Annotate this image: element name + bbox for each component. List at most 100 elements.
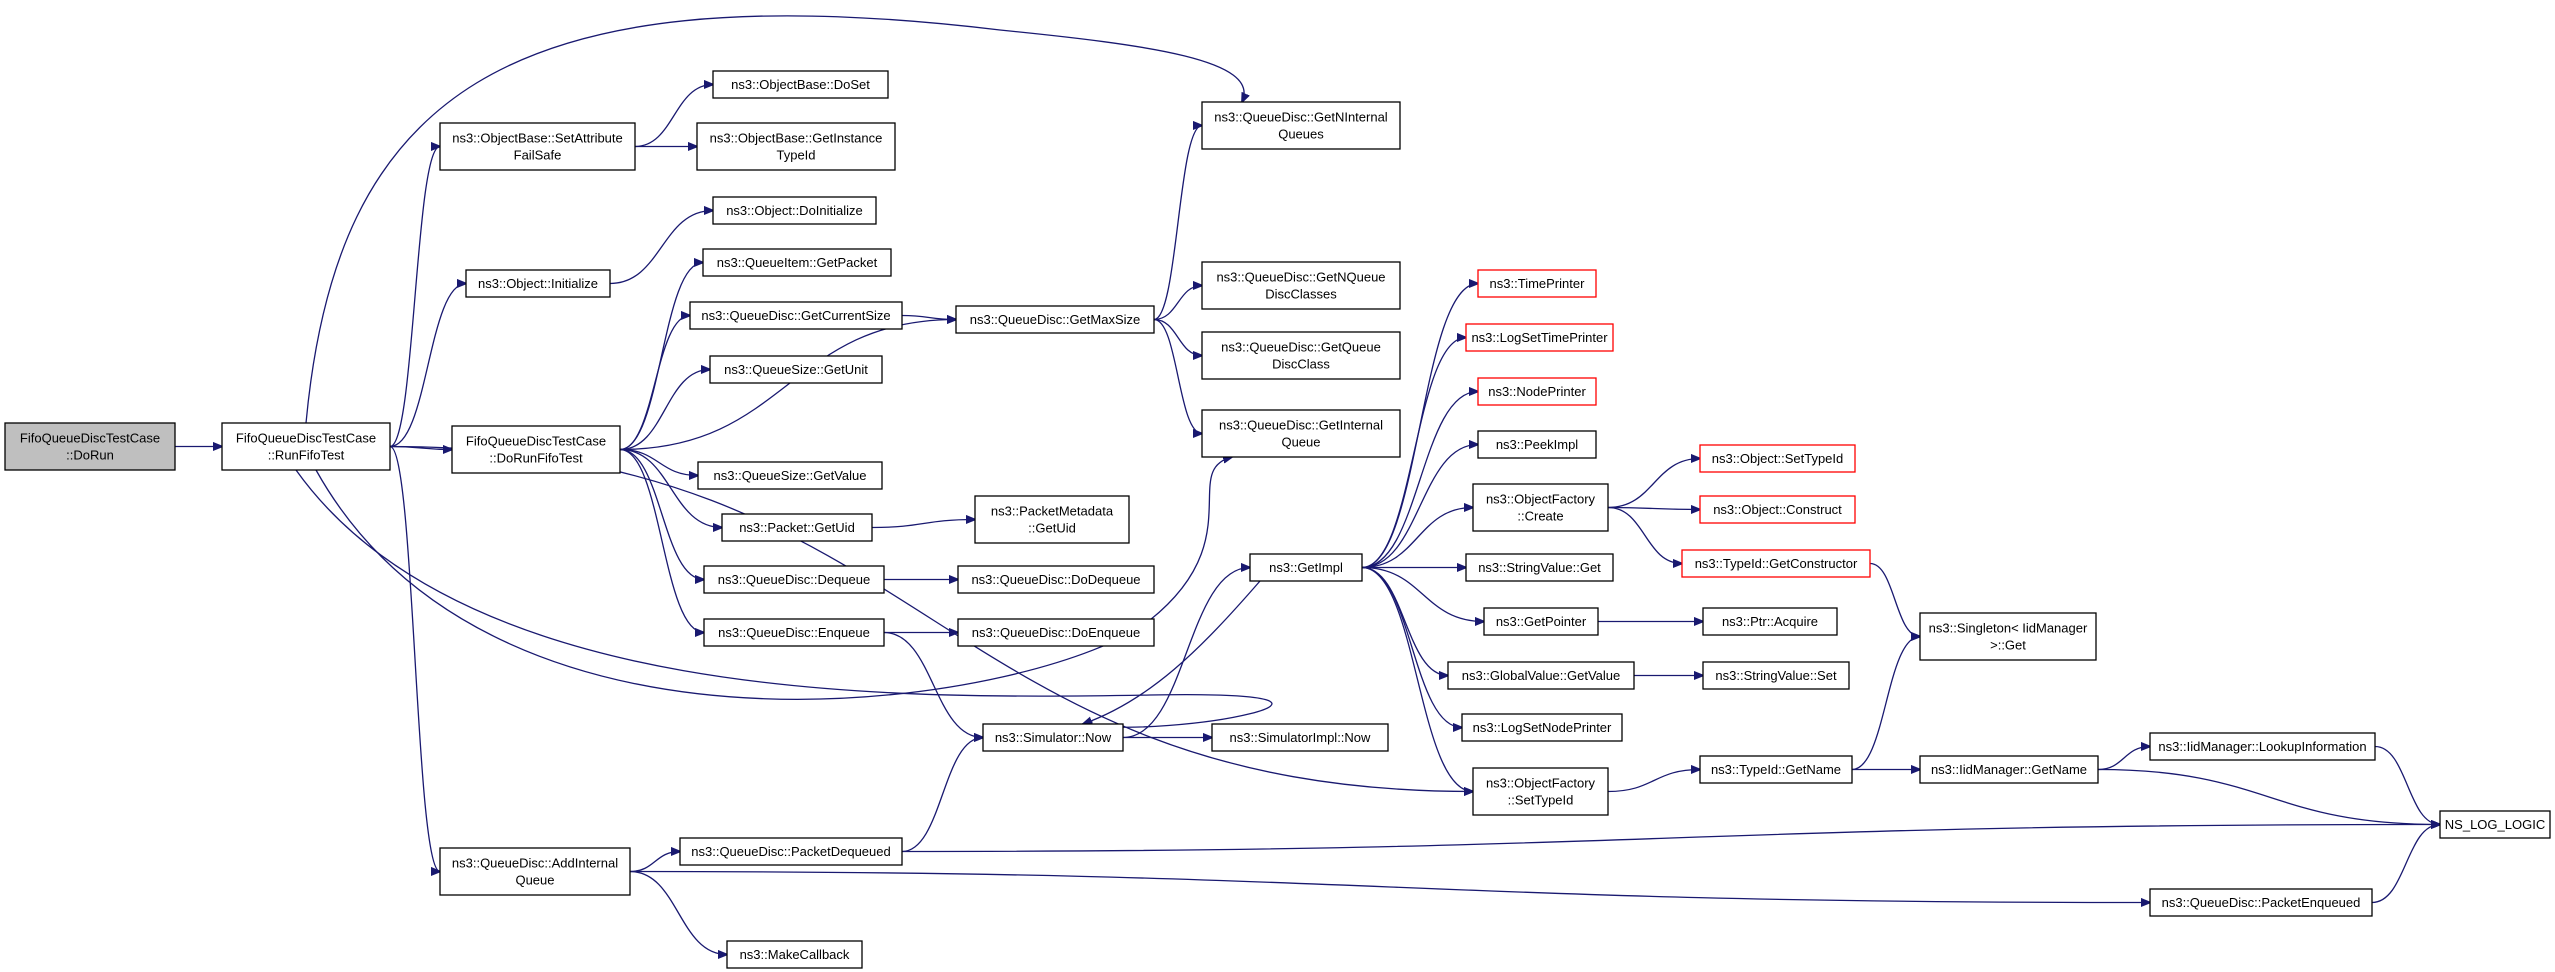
node-init[interactable]: ns3::Object::Initialize: [465, 269, 611, 298]
node-ptracquire[interactable]: ns3::Ptr::Acquire: [1702, 607, 1838, 636]
edge-addinternal-to-makecallback: [629, 870, 727, 955]
node-label: ns3::NodePrinter: [1488, 384, 1586, 399]
node-box: [1447, 661, 1635, 690]
node-strvalget[interactable]: ns3::StringValue::Get: [1465, 553, 1614, 582]
edge-getimpl-to-nodeprinter: [1361, 392, 1478, 569]
node-label: ns3::StringValue::Set: [1715, 668, 1837, 683]
node-box: [1702, 607, 1838, 636]
node-label: NS_LOG_LOGIC: [2445, 817, 2545, 832]
node-label: ns3::QueueDisc::GetNQueue: [1216, 270, 1385, 285]
node-label: ns3::IidManager::LookupInformation: [2158, 739, 2366, 754]
edge-runfifo-to-getinternal: [315, 457, 1232, 700]
edge-pktenqueued-to-nslog: [2371, 825, 2440, 904]
edge-getmaxsize-to-getqueuedisc: [1153, 318, 1202, 356]
edge-iidgetname-to-nslog: [2097, 768, 2440, 825]
node-label: ns3::QueueSize::GetValue: [714, 468, 867, 483]
node-pktenqueued[interactable]: ns3::QueueDisc::PacketEnqueued: [2149, 888, 2373, 917]
node-dorun[interactable]: FifoQueueDiscTestCase::DoRun: [4, 422, 176, 471]
node-logsetnode[interactable]: ns3::LogSetNodePrinter: [1461, 713, 1623, 742]
node-getconstructor[interactable]: ns3::TypeId::GetConstructor: [1681, 549, 1871, 578]
node-globalgetvalue[interactable]: ns3::GlobalValue::GetValue: [1447, 661, 1635, 690]
edge-pktdequeued-to-nslog: [901, 825, 2440, 853]
node-label: ns3::SimulatorImpl::Now: [1230, 730, 1371, 745]
node-label: ns3::StringValue::Get: [1478, 560, 1601, 575]
node-runfifo[interactable]: FifoQueueDiscTestCase::RunFifoTest: [221, 422, 391, 471]
node-pktdequeued[interactable]: ns3::QueueDisc::PacketDequeued: [679, 837, 903, 866]
node-label: ::RunFifoTest: [268, 448, 345, 463]
edge-dorunfifo-to-getmaxsize: [619, 320, 956, 451]
edge-runfifo-to-getninternal: [305, 15, 1244, 424]
node-getimpl[interactable]: ns3::GetImpl: [1249, 553, 1363, 582]
node-objconstruct[interactable]: ns3::Object::Construct: [1699, 495, 1856, 524]
node-getpacket[interactable]: ns3::QueueItem::GetPacket: [702, 248, 892, 277]
node-box: [1465, 323, 1614, 352]
node-box: [1249, 553, 1363, 582]
node-metagetuid[interactable]: ns3::PacketMetadata::GetUid: [974, 495, 1130, 544]
node-label: ns3::QueueDisc::Enqueue: [718, 625, 870, 640]
node-box: [451, 425, 621, 474]
node-dorunfifo[interactable]: FifoQueueDiscTestCase::DoRunFifoTest: [451, 425, 621, 474]
edge-dorunfifo-to-enqueue: [619, 448, 704, 633]
node-iidgetname[interactable]: ns3::IidManager::GetName: [1919, 755, 2099, 784]
node-logsettime[interactable]: ns3::LogSetTimePrinter: [1465, 323, 1614, 352]
node-label: ns3::ObjectBase::DoSet: [731, 77, 870, 92]
node-strvalset[interactable]: ns3::StringValue::Set: [1702, 661, 1850, 690]
node-box: [1201, 331, 1401, 380]
node-getmaxsize[interactable]: ns3::QueueDisc::GetMaxSize: [955, 305, 1155, 334]
node-box: [721, 513, 873, 542]
node-label: ns3::QueueDisc::DoEnqueue: [972, 625, 1140, 640]
node-singleton[interactable]: ns3::Singleton< IidManager >::Get: [1919, 612, 2097, 661]
node-dequeue[interactable]: ns3::QueueDisc::Dequeue: [703, 565, 885, 594]
node-enqueue[interactable]: ns3::QueueDisc::Enqueue: [703, 618, 885, 647]
node-box: [696, 122, 896, 171]
edge-runfifo-to-simnow: [295, 469, 1273, 727]
node-getcursize[interactable]: ns3::QueueDisc::GetCurrentSize: [689, 301, 903, 330]
edge-iidgetname-to-lookupinfo: [2097, 747, 2150, 771]
node-doinit[interactable]: ns3::Object::DoInitialize: [712, 196, 877, 225]
node-simimplnow[interactable]: ns3::SimulatorImpl::Now: [1211, 723, 1389, 752]
node-pktgetuid[interactable]: ns3::Packet::GetUid: [721, 513, 873, 542]
node-box: [2439, 810, 2551, 839]
node-peekimpl[interactable]: ns3::PeekImpl: [1477, 430, 1597, 459]
node-nodeprinter[interactable]: ns3::NodePrinter: [1477, 377, 1597, 406]
node-ofcreate[interactable]: ns3::ObjectFactory::Create: [1472, 483, 1609, 532]
node-label: ::GetUid: [1028, 521, 1076, 536]
node-box: [1477, 377, 1597, 406]
node-box: [1919, 612, 2097, 661]
edge-getimpl-to-getpointer: [1361, 566, 1484, 622]
node-box: [703, 618, 885, 647]
node-timeprinter[interactable]: ns3::TimePrinter: [1477, 269, 1597, 298]
node-label: TypeId: [776, 148, 815, 163]
node-objsettypeid[interactable]: ns3::Object::SetTypeId: [1699, 444, 1856, 473]
node-label: ns3::Object::Initialize: [478, 276, 598, 291]
node-label: ns3::Ptr::Acquire: [1722, 614, 1818, 629]
node-box: [957, 565, 1155, 594]
node-typeidgetname[interactable]: ns3::TypeId::GetName: [1699, 755, 1853, 784]
node-label: >::Get: [1990, 638, 2026, 653]
node-box: [1201, 261, 1401, 310]
node-getunit[interactable]: ns3::QueueSize::GetUnit: [709, 355, 883, 384]
node-dodequeue[interactable]: ns3::QueueDisc::DoDequeue: [957, 565, 1155, 594]
node-makecallback[interactable]: ns3::MakeCallback: [726, 940, 863, 969]
node-simnow[interactable]: ns3::Simulator::Now: [982, 723, 1124, 752]
node-doset[interactable]: ns3::ObjectBase::DoSet: [712, 70, 889, 99]
node-doenqueue[interactable]: ns3::QueueDisc::DoEnqueue: [957, 618, 1155, 647]
node-box: [955, 305, 1155, 334]
node-getvalue[interactable]: ns3::QueueSize::GetValue: [697, 461, 883, 490]
node-ofsettypeid[interactable]: ns3::ObjectFactory::SetTypeId: [1472, 767, 1609, 816]
node-getpointer[interactable]: ns3::GetPointer: [1483, 607, 1599, 636]
node-nslog[interactable]: NS_LOG_LOGIC: [2439, 810, 2551, 839]
node-label: ns3::QueueDisc::AddInternal: [452, 856, 618, 871]
node-lookupinfo[interactable]: ns3::IidManager::LookupInformation: [2149, 732, 2376, 761]
edge-getimpl-to-simnow: [1083, 580, 1261, 724]
node-box: [1477, 430, 1597, 459]
node-label: FifoQueueDiscTestCase: [20, 431, 160, 446]
edge-pktdequeued-to-simnow: [901, 738, 983, 853]
